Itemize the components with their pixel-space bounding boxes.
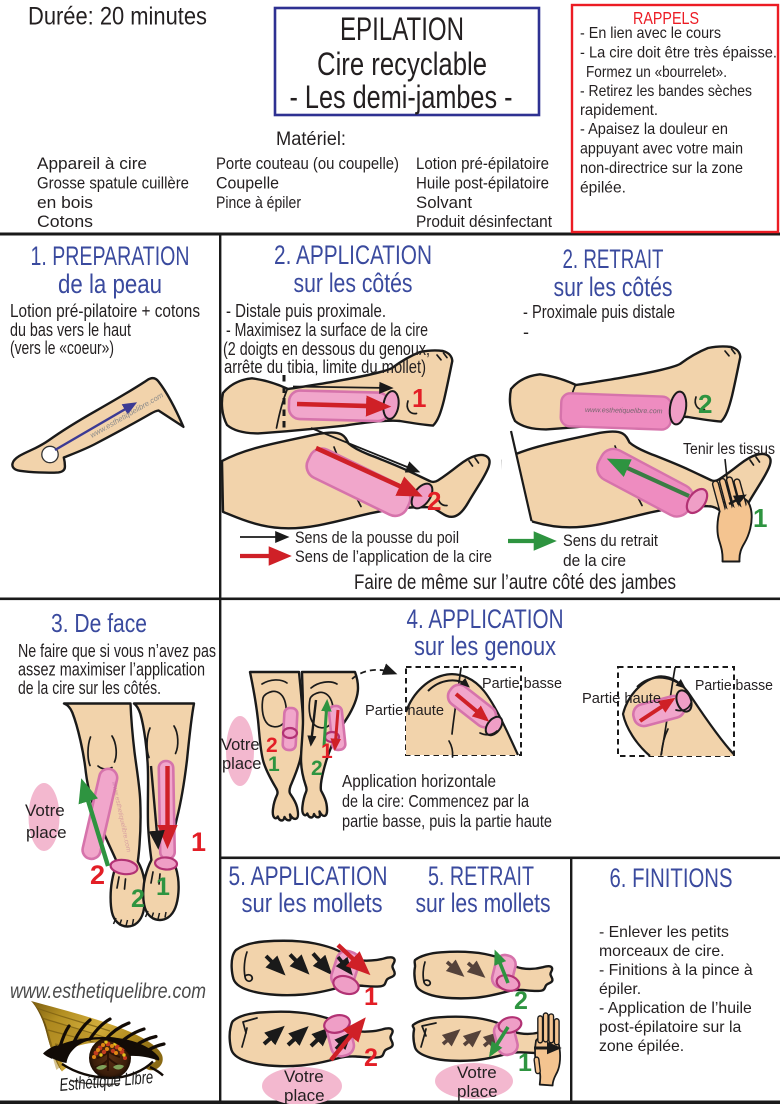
svg-text:Partie haute: Partie haute <box>582 690 661 707</box>
svg-text:appuyant avec votre main: appuyant avec votre main <box>580 141 743 158</box>
svg-text:épilée.: épilée. <box>580 180 626 197</box>
svg-text:place: place <box>284 1086 325 1104</box>
svg-text:Durée: 20 minutes: Durée: 20 minutes <box>28 3 207 31</box>
svg-text:arrête du tibia, limite du mol: arrête du tibia, limite du mollet) <box>224 357 426 377</box>
svg-text:sur les côtés: sur les côtés <box>554 272 673 302</box>
svg-text:1: 1 <box>753 503 767 533</box>
svg-text:Votre: Votre <box>457 1063 497 1082</box>
svg-text:3. De face: 3. De face <box>51 608 147 638</box>
svg-text:Porte couteau (ou coupelle): Porte couteau (ou coupelle) <box>216 154 399 173</box>
svg-text:2: 2 <box>427 486 441 516</box>
svg-text:- La cire doit être très épais: - La cire doit être très épaisse. <box>580 45 777 62</box>
svg-text:Faire de même sur l’autre côté: Faire de même sur l’autre côté des jambe… <box>354 571 676 594</box>
svg-text:2: 2 <box>364 1044 378 1072</box>
svg-text:1: 1 <box>518 1049 532 1077</box>
svg-text:de la cire: de la cire <box>563 552 626 570</box>
svg-text:2: 2 <box>90 860 105 890</box>
svg-text:place: place <box>457 1082 498 1101</box>
svg-text:2: 2 <box>266 734 278 757</box>
svg-text:Partie basse: Partie basse <box>695 677 773 694</box>
svg-text:place: place <box>222 755 261 773</box>
svg-text:- Retirez les bandes sèches: - Retirez les bandes sèches <box>580 83 752 100</box>
svg-text:sur les genoux: sur les genoux <box>414 631 556 661</box>
svg-text:épiler.: épiler. <box>599 981 641 998</box>
svg-text:rapidement.: rapidement. <box>580 102 658 119</box>
svg-text:Formez un «bourrelet».: Formez un «bourrelet». <box>586 64 727 81</box>
svg-text:2: 2 <box>131 885 145 913</box>
svg-text:Appareil à cire: Appareil à cire <box>37 154 147 173</box>
svg-text:(vers le «coeur»): (vers le «coeur») <box>10 338 114 358</box>
svg-text:zone épilée.: zone épilée. <box>599 1038 684 1055</box>
svg-text:Grosse spatule cuillère: Grosse spatule cuillère <box>37 174 189 193</box>
svg-text:2: 2 <box>514 987 528 1015</box>
svg-text:de la peau: de la peau <box>58 269 162 299</box>
svg-text:www.esthetiquelibre.com: www.esthetiquelibre.com <box>585 407 663 415</box>
svg-text:Pince à épiler: Pince à épiler <box>216 193 301 212</box>
svg-text:- Finitions à la pince à: - Finitions à la pince à <box>599 962 753 979</box>
svg-text:Produit désinfectant: Produit désinfectant <box>416 212 552 231</box>
svg-text:de la cire: Commencez par la: de la cire: Commencez par la <box>342 791 529 811</box>
svg-text:RAPPELS: RAPPELS <box>633 8 699 28</box>
svg-text:- Distale puis proximale.: - Distale puis proximale. <box>226 301 386 321</box>
svg-text:2: 2 <box>698 389 712 419</box>
svg-text:1: 1 <box>412 383 426 413</box>
svg-text:Sens du retrait: Sens du retrait <box>563 532 658 550</box>
svg-text:1: 1 <box>191 827 206 857</box>
svg-text:Huile post-épilatoire: Huile post-épilatoire <box>416 174 549 193</box>
svg-text:Lotion pré-pilatoire + cotons: Lotion pré-pilatoire + cotons <box>10 301 200 321</box>
svg-text:en bois: en bois <box>37 193 93 212</box>
svg-text:partie basse, puis la partie h: partie basse, puis la partie haute <box>342 811 552 831</box>
svg-text:Solvant: Solvant <box>416 193 472 212</box>
svg-text:de la cire sur les côtés.: de la cire sur les côtés. <box>18 677 161 698</box>
svg-text:Votre: Votre <box>25 801 65 820</box>
svg-text:du bas vers le haut: du bas vers le haut <box>10 320 131 340</box>
svg-text:- Maximisez la surface de la c: - Maximisez la surface de la cire <box>226 320 428 340</box>
svg-text:Ne faire que si vous n’avez pa: Ne faire que si vous n’avez pas <box>18 640 216 661</box>
svg-text:(2 doigts en dessous du genoux: (2 doigts en dessous du genoux, <box>223 339 430 359</box>
svg-text:Tenir les tissus: Tenir les tissus <box>683 441 775 458</box>
svg-text:assez maximiser l’application: assez maximiser l’application <box>18 659 205 680</box>
svg-text:1: 1 <box>268 753 280 776</box>
svg-text:sur les mollets: sur les mollets <box>242 888 383 918</box>
svg-text:Lotion pré-épilatoire: Lotion pré-épilatoire <box>416 154 549 173</box>
svg-text:5. APPLICATION: 5. APPLICATION <box>229 861 388 891</box>
svg-text:1: 1 <box>321 740 333 763</box>
svg-text:- Les demi-jambes -: - Les demi-jambes - <box>290 79 513 115</box>
svg-text:Sens de l’application de la ci: Sens de l’application de la cire <box>295 548 492 566</box>
svg-text:2. RETRAIT: 2. RETRAIT <box>563 244 664 274</box>
svg-text:- Proximale puis distale: - Proximale puis distale <box>523 302 675 322</box>
svg-text:Votre: Votre <box>284 1067 324 1086</box>
svg-text:Coupelle: Coupelle <box>216 174 279 193</box>
svg-text:2: 2 <box>311 757 323 780</box>
svg-text:Partie basse: Partie basse <box>482 675 562 692</box>
svg-text:1: 1 <box>156 873 170 901</box>
svg-text:Votre: Votre <box>221 736 260 754</box>
svg-text:4. APPLICATION: 4. APPLICATION <box>407 604 564 634</box>
svg-text:Partie haute: Partie haute <box>365 702 444 719</box>
svg-text:non-directrice sur la zone: non-directrice sur la zone <box>580 160 743 177</box>
svg-text:sur les côtés: sur les côtés <box>294 268 413 298</box>
svg-text:morceaux de cire.: morceaux de cire. <box>599 943 725 960</box>
svg-text:post-épilatoire sur la: post-épilatoire sur la <box>599 1019 741 1036</box>
svg-text:Application horizontale: Application horizontale <box>342 771 496 791</box>
svg-text:Cire recyclable: Cire recyclable <box>317 46 487 82</box>
svg-text:- En lien avec le cours: - En lien avec le cours <box>580 25 721 42</box>
svg-text:5. RETRAIT: 5. RETRAIT <box>428 861 534 891</box>
svg-text:sur les mollets: sur les mollets <box>416 888 551 918</box>
svg-text:- Apaisez la douleur en: - Apaisez la douleur en <box>580 121 728 138</box>
svg-text:www.esthetiquelibre.com: www.esthetiquelibre.com <box>10 980 206 1003</box>
svg-text:- Application de l’huile: - Application de l’huile <box>599 1000 752 1017</box>
svg-text:2. APPLICATION: 2. APPLICATION <box>274 240 432 270</box>
svg-text:Sens de la pousse du poil: Sens de la pousse du poil <box>295 529 459 547</box>
svg-text:- Enlever les petits: - Enlever les petits <box>599 924 729 941</box>
svg-text:place: place <box>26 823 67 842</box>
svg-text:Cotons: Cotons <box>37 212 93 231</box>
svg-text:1: 1 <box>364 983 378 1011</box>
svg-text:-: - <box>523 322 529 342</box>
svg-text:EPILATION: EPILATION <box>340 11 464 47</box>
svg-text:Matériel:: Matériel: <box>276 128 346 150</box>
svg-text:6. FINITIONS: 6. FINITIONS <box>610 863 733 893</box>
svg-text:1. PREPARATION: 1. PREPARATION <box>31 241 190 271</box>
